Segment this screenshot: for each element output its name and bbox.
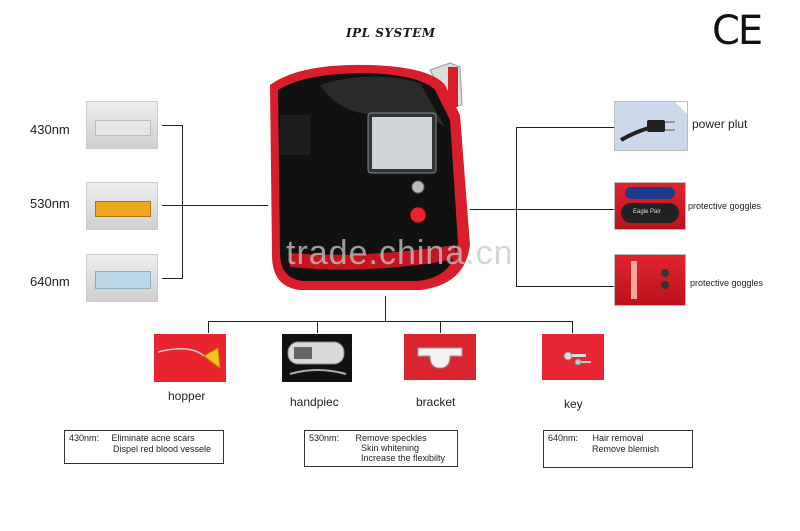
hopper-image xyxy=(154,334,226,382)
info-box-530-line-2: Skin whitening xyxy=(361,443,420,453)
info-box-640-head: 640nm: xyxy=(548,433,579,443)
connector-line xyxy=(208,321,209,333)
watermark-text: trade.china.cn xyxy=(286,234,514,272)
filter-530-window xyxy=(95,201,151,217)
filter-label-430: 430nm xyxy=(30,122,70,137)
goggles-label-1: protective goggles xyxy=(688,201,762,211)
connector-line xyxy=(516,286,614,287)
info-box-530: 530nm: Remove speckles Skin whitening In… xyxy=(304,430,458,467)
handpiece-label: handpiec xyxy=(290,395,339,409)
handpiece-image xyxy=(282,334,352,382)
ce-mark: CE xyxy=(712,8,763,54)
info-box-530-line-3: Increase the flexibilty xyxy=(361,453,446,463)
connector-line xyxy=(516,127,614,128)
info-box-430-line-1: Eliminate acne scars xyxy=(111,433,195,443)
goggles-lens-icon xyxy=(625,187,675,199)
info-box-430-line-2: Dispel red blood vessele xyxy=(113,444,212,454)
filter-430-image xyxy=(86,101,158,149)
machine-knob xyxy=(411,180,425,194)
connector-line xyxy=(385,296,386,322)
machine-vent xyxy=(280,115,310,155)
power-plug-image xyxy=(614,101,688,151)
machine-screen xyxy=(372,117,432,169)
ipl-machine-image xyxy=(270,62,470,290)
info-box-640-line-1: Hair removal xyxy=(592,433,644,443)
machine-base-stripe xyxy=(290,245,456,270)
connector-line xyxy=(162,278,182,279)
connector-line xyxy=(516,127,517,287)
bracket-label: bracket xyxy=(416,395,456,409)
bracket-image xyxy=(404,334,476,380)
power-plug-label: power plut xyxy=(692,117,748,131)
connector-line xyxy=(516,209,614,210)
goggle-eyepiece-icon xyxy=(661,281,669,289)
filter-530-image xyxy=(86,182,158,230)
connector-line xyxy=(162,205,182,206)
page-title: IPL SYSTEM xyxy=(346,26,436,40)
filter-430-window xyxy=(95,120,151,136)
key-label: key xyxy=(564,397,583,411)
goggles-case-text: Eagle Pair xyxy=(633,209,661,215)
connector-line xyxy=(470,209,516,210)
goggle-eyepiece-icon xyxy=(661,269,669,277)
connector-line xyxy=(182,125,183,279)
info-box-530-line-1: Remove speckles xyxy=(355,433,427,443)
connector-line xyxy=(162,125,182,126)
filter-label-640: 640nm xyxy=(30,274,70,289)
goggles-case-icon xyxy=(621,203,679,223)
machine-emergency-button xyxy=(409,206,427,224)
info-box-430: 430nm: Eliminate acne scars Dispel red b… xyxy=(64,430,224,464)
goggles-case-image: Eagle Pair xyxy=(614,182,686,230)
goggles-label-2: protective goggles xyxy=(690,278,764,288)
connector-line xyxy=(440,321,441,333)
connector-line xyxy=(182,205,268,206)
filter-640-image xyxy=(86,254,158,302)
connector-line xyxy=(208,321,573,322)
info-box-430-head: 430nm: xyxy=(69,433,100,443)
connector-line xyxy=(317,321,318,333)
filter-label-530: 530nm xyxy=(30,196,70,211)
goggle-strap-icon xyxy=(631,261,637,299)
info-box-530-head: 530nm: xyxy=(309,433,340,443)
handpiece-holder-red xyxy=(448,67,458,107)
info-box-640: 640nm: Hair removal Remove blemish xyxy=(543,430,693,468)
key-image xyxy=(542,334,604,380)
connector-line xyxy=(572,321,573,333)
hopper-label: hopper xyxy=(168,389,206,403)
info-box-640-line-2: Remove blemish xyxy=(592,444,660,454)
filter-640-window xyxy=(95,271,151,289)
goggles-pair-image xyxy=(614,254,686,306)
